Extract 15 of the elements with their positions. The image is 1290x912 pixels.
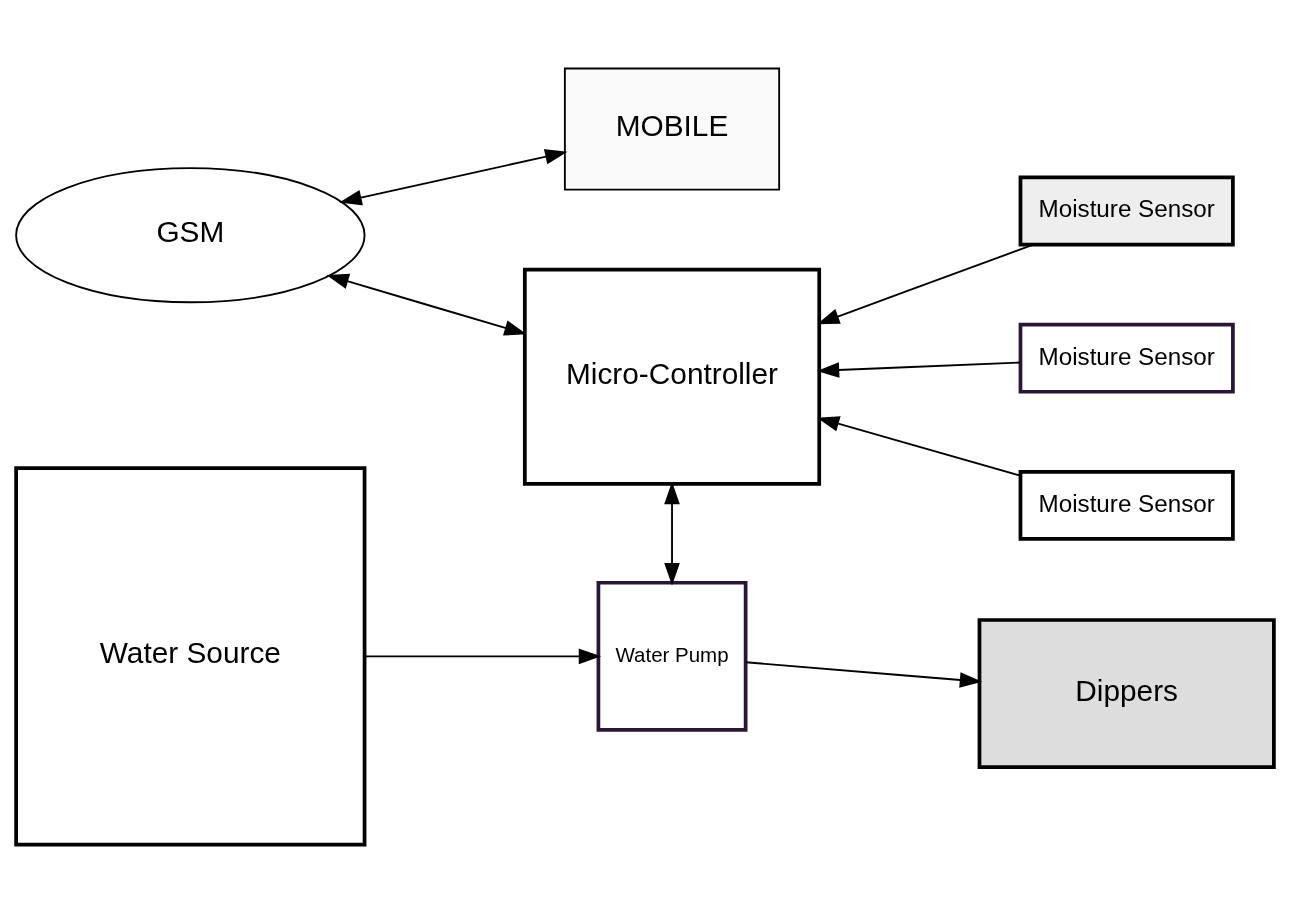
node-box: Moisture Sensor [1018, 322, 1235, 394]
node-box: Water Source [14, 465, 367, 846]
arrow [817, 243, 1035, 324]
arrow [363, 648, 602, 664]
arrow [816, 361, 1022, 378]
arrow [326, 273, 527, 335]
node-box: MOBILE [563, 67, 781, 190]
node-box: Micro-Controller [522, 267, 822, 486]
arrow [744, 660, 983, 688]
node-box: Moisture Sensor [1018, 469, 1235, 541]
arrow [816, 415, 1022, 477]
arrow [339, 148, 568, 205]
node-box: Dippers [977, 617, 1276, 769]
node-box: Water Pump [596, 580, 748, 732]
node-box: Moisture Sensor [1018, 175, 1235, 246]
